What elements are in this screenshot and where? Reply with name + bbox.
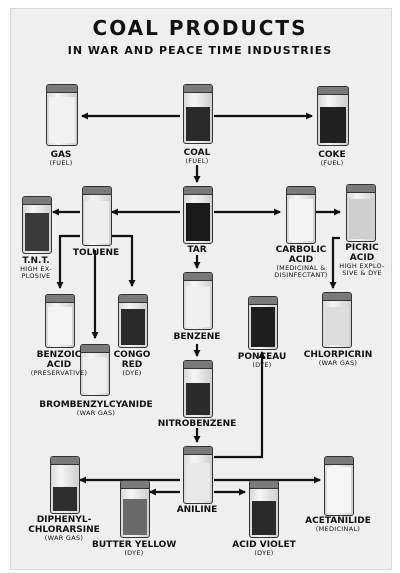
label-congo-name: CONGO RED [113, 350, 151, 371]
label-nitrobenzene: NITROBENZENE [155, 419, 239, 429]
label-gas: GAS (FUEL) [26, 150, 96, 167]
label-benzene: BENZENE [165, 332, 229, 342]
jar-coal [183, 84, 213, 144]
label-brombenzyl: BROMBENZYLCYANIDE (WAR GAS) [36, 400, 156, 417]
label-benzene-name: BENZENE [173, 332, 221, 342]
jar-benzoic [45, 294, 75, 348]
jar-toluene [82, 186, 112, 246]
jar-tar [183, 186, 213, 244]
label-acidviolet: ACID VIOLET (DYE) [228, 540, 300, 557]
label-brombenzyl-use: (WAR GAS) [76, 409, 116, 418]
jar-picric [346, 184, 376, 242]
label-congo-use: (DYE) [122, 369, 142, 378]
label-picric-name: PICRIC ACID [345, 243, 379, 264]
label-aniline: ANILINE [172, 505, 222, 515]
jar-ponceau [248, 296, 278, 350]
label-benzoic-use: (PRESERVATIVE) [30, 369, 88, 378]
label-diphenyl-use: (WAR GAS) [44, 534, 84, 543]
page-title: COAL PRODUCTS [92, 16, 308, 40]
label-carbolic: CARBOLIC ACID (MEDICINAL & DISINFECTANT) [266, 245, 336, 280]
label-congo: CONGO RED (DYE) [106, 350, 158, 377]
jar-congo [118, 294, 148, 348]
label-butteryellow: BUTTER YELLOW (DYE) [92, 540, 176, 557]
jar-gas [46, 84, 78, 146]
label-benzoic-name: BENZOIC ACID [36, 350, 82, 371]
label-ponceau-name: PONCEAU [237, 352, 287, 362]
label-gas-use: (FUEL) [49, 159, 73, 168]
label-acetanilide: ACETANILIDE (MEDICINAL) [298, 516, 378, 533]
label-acetanilide-use: (MEDICINAL) [315, 525, 361, 534]
label-brombenzyl-name: BROMBENZYLCYANIDE [39, 400, 153, 410]
jar-acetanilide [324, 456, 354, 516]
jar-coke [317, 86, 349, 146]
label-coal: COAL (FUEL) [162, 148, 232, 165]
label-tar: TAR [172, 245, 222, 255]
jar-chlorpicrin [322, 292, 352, 348]
label-picric: PICRIC ACID HIGH EXPLO- SIVE & DYE [334, 243, 390, 278]
label-carbolic-name: CARBOLIC ACID [275, 245, 327, 266]
label-acetanilide-name: ACETANILIDE [305, 516, 371, 526]
label-diphenyl: DIPHENYL- CHLORARSINE (WAR GAS) [28, 515, 100, 542]
label-carbolic-use: (MEDICINAL & DISINFECTANT) [274, 264, 328, 280]
jar-aniline [183, 446, 213, 504]
arrow-toluene-benzoic [56, 234, 80, 289]
label-butteryellow-use: (DYE) [124, 549, 144, 558]
label-benzoic: BENZOIC ACID (PRESERVATIVE) [24, 350, 94, 377]
label-acidviolet-name: ACID VIOLET [232, 540, 296, 550]
jar-acidviolet [249, 480, 279, 538]
label-toluene-name: TOLUENE [72, 248, 120, 258]
label-picric-use: HIGH EXPLO- SIVE & DYE [339, 262, 385, 278]
label-toluene: TOLUENE [68, 248, 124, 258]
label-nitrobenzene-name: NITROBENZENE [157, 419, 237, 429]
label-coal-name: COAL [183, 148, 211, 158]
label-chlorpicrin: CHLORPICRIN (WAR GAS) [300, 350, 376, 367]
label-ponceau-use: (DYE) [252, 361, 272, 370]
page-subtitle: IN WAR AND PEACE TIME INDUSTRIES [67, 44, 333, 57]
label-chlorpicrin-use: (WAR GAS) [318, 359, 358, 368]
label-coal-use: (FUEL) [185, 157, 209, 166]
label-gas-name: GAS [50, 150, 72, 160]
label-aniline-name: ANILINE [176, 505, 218, 515]
arrow-aniline-ponceau [214, 351, 266, 459]
label-tnt: T.N.T. HIGH EX- PLOSIVE [8, 256, 64, 281]
jar-carbolic [286, 186, 316, 244]
jar-diphenyl [50, 456, 80, 514]
arrow-toluene-congo [110, 234, 136, 287]
label-coke-use: (FUEL) [320, 159, 344, 168]
label-coke: COKE (FUEL) [297, 150, 367, 167]
label-tar-name: TAR [187, 245, 207, 255]
label-coke-name: COKE [318, 150, 346, 160]
label-tnt-use: HIGH EX- PLOSIVE [20, 265, 52, 281]
label-diphenyl-name: DIPHENYL- CHLORARSINE [28, 515, 100, 536]
jar-tnt [22, 196, 52, 254]
label-acidviolet-use: (DYE) [254, 549, 274, 558]
label-tnt-name: T.N.T. [22, 256, 50, 266]
jar-butteryellow [120, 480, 150, 538]
jar-brombenzyl [80, 344, 110, 396]
label-chlorpicrin-name: CHLORPICRIN [303, 350, 373, 360]
jar-benzene [183, 272, 213, 330]
label-butteryellow-name: BUTTER YELLOW [92, 540, 177, 550]
arrow-picric-chlorpicrin [329, 236, 340, 289]
jar-nitrobenzene [183, 360, 213, 418]
label-ponceau: PONCEAU (DYE) [232, 352, 292, 369]
